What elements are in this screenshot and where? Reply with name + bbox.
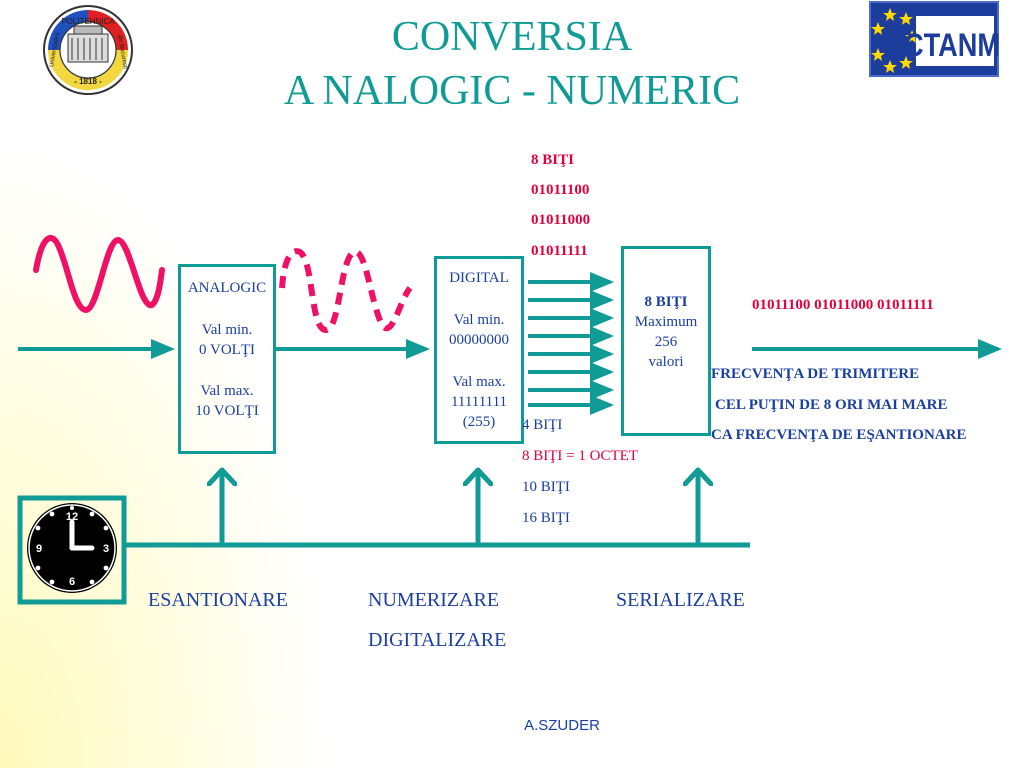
stage-quantizing-label: NUMERIZARE [368, 589, 500, 611]
stage-digitizing-label: DIGITALIZARE [368, 629, 507, 651]
stage-sampling-label: ESANTIONARE [148, 589, 288, 611]
frequency-note-line-3: CA FRECVENŢA DE EŞANTIONARE [711, 427, 967, 443]
clock-num-3: 3 [103, 543, 109, 555]
serial-stream: 01011100 01011000 01011111 [752, 297, 934, 313]
analog-box [178, 264, 276, 454]
serial-box-line4: valori [648, 354, 684, 370]
ctanm-logo-text: CTANM [904, 27, 1000, 63]
digital-max-decimal: (255) [462, 414, 496, 430]
bit-size-16: 16 BIŢI [522, 510, 570, 526]
seal-ring-top: POLITEHNICA [61, 17, 115, 26]
bit-size-4: 4 BIŢI [522, 417, 563, 433]
analog-box-title: ANALOGIC [187, 280, 267, 296]
serial-box [621, 246, 711, 436]
serial-box-line3: 256 [654, 334, 678, 350]
digital-min-label: Val min. [453, 312, 505, 328]
digital-min-value: 00000000 [449, 332, 509, 348]
clock-icon: 12 3 6 9 [27, 503, 117, 593]
bit-word-3: 01011111 [531, 243, 588, 259]
star-ring-icon [871, 8, 919, 73]
digital-box-title: DIGITAL [449, 270, 509, 286]
stage-serializing-label: SERIALIZARE [616, 589, 745, 611]
sampled-sine-wave [279, 248, 413, 334]
title-line-2: A NALOGIC - NUMERIC [283, 68, 741, 114]
bit-word-2: 01011000 [531, 212, 591, 228]
analog-max-value: 10 VOLŢI [195, 403, 259, 419]
seal-ring-right: din Bucuresti [116, 34, 128, 69]
author-footer: A.SZUDER [524, 717, 600, 734]
clock-num-12: 12 [66, 511, 78, 523]
serial-box-title: 8 BIŢI [644, 294, 688, 310]
serial-box-line2: Maximum [634, 314, 698, 330]
seal-year: - 1818 - [74, 77, 102, 86]
analog-min-label: Val min. [201, 322, 253, 338]
analog-min-value: 0 VOLŢI [199, 342, 255, 358]
digital-box [434, 256, 524, 444]
clock-num-9: 9 [36, 543, 42, 555]
bit-words-header: 8 BIŢI [531, 152, 574, 168]
analog-sine-wave [33, 234, 165, 314]
title-line-1: CONVERSIA [391, 14, 633, 60]
parallel-bit-arrows [528, 272, 614, 415]
bit-word-1: 01011100 [531, 182, 590, 198]
digital-max-value: 11111111 [450, 394, 508, 410]
digital-max-label: Val max. [452, 374, 506, 390]
analog-max-label: Val max. [200, 383, 254, 399]
clock-frame [17, 495, 127, 605]
bit-size-8: 8 BIŢI = 1 OCTET [522, 448, 638, 464]
frequency-note-line-2: CEL PUŢIN DE 8 ORI MAI MARE [715, 397, 948, 413]
clock-num-6: 6 [69, 576, 75, 588]
bit-size-10: 10 BIŢI [522, 479, 570, 495]
frequency-note-line-1: FRECVENŢA DE TRIMITERE [711, 366, 920, 382]
